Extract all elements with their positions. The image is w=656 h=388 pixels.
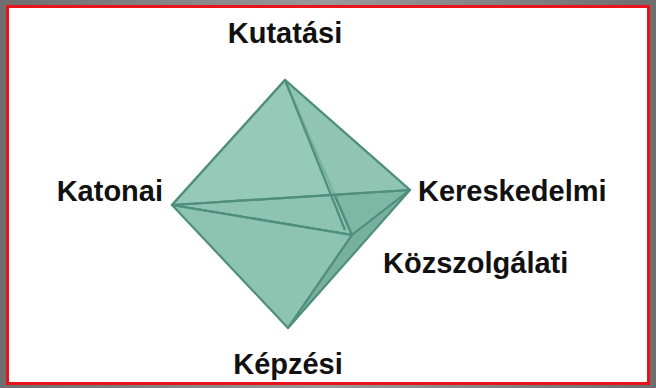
vertex-label: Katonai	[57, 177, 163, 206]
vertex-label: Kutatási	[228, 19, 342, 48]
vertex-label: Kereskedelmi	[418, 177, 607, 206]
vertex-label: Képzési	[233, 350, 343, 379]
vertex-label: Közszolgálati	[383, 249, 568, 278]
